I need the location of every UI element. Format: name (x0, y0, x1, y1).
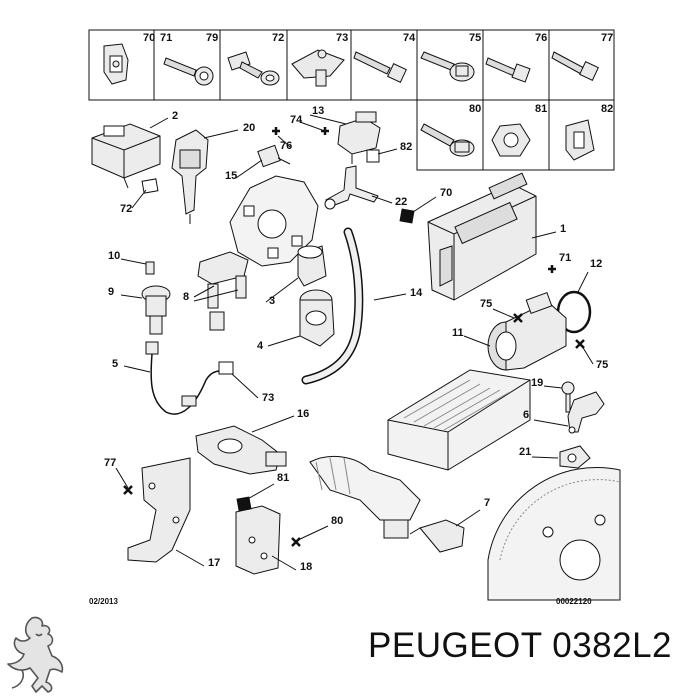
hardware-number-labels: 70 71 79 72 73 74 75 76 77 80 81 82 (143, 32, 613, 115)
part-label-70: 70 (440, 187, 452, 199)
injector-20 (171, 129, 209, 224)
parts-drawings (91, 111, 621, 601)
temp-sensor-7 (409, 519, 465, 553)
hardware-label-71: 71 (160, 32, 172, 44)
part-label-20: 20 (243, 122, 255, 134)
open-square-marker (141, 149, 380, 375)
part-label-12: 12 (590, 258, 602, 270)
part-label-6: 6 (523, 409, 529, 421)
crank-sensor-6 (567, 391, 605, 434)
part-label-75: 75 (596, 359, 608, 371)
screw-80 (420, 123, 475, 157)
part-label-17: 17 (208, 557, 220, 569)
hardware-label-76: 76 (535, 32, 547, 44)
hardware-label-72: 72 (272, 32, 284, 44)
part-label-2: 2 (172, 110, 178, 122)
part-label-15: 15 (225, 170, 237, 182)
hose-14 (301, 227, 364, 385)
screw-76 (485, 57, 531, 83)
part-label-11: 11 (452, 327, 464, 339)
valve-4 (299, 289, 335, 347)
part-label-80: 80 (331, 515, 343, 527)
sensor-13 (337, 111, 381, 164)
nut-81 (491, 123, 531, 157)
hardware-label-81: 81 (535, 103, 547, 115)
screw-75 (420, 51, 475, 82)
part-label-9: 9 (108, 286, 114, 298)
cap-3 (297, 245, 327, 287)
clip-nut-70 (103, 43, 129, 85)
airflow-meter-11 (487, 292, 567, 371)
hardware-label-73: 73 (336, 32, 348, 44)
clip-73 (291, 49, 345, 87)
stud-72 (227, 51, 280, 86)
hardware-drawings (103, 43, 599, 161)
part-label-19: 19 (531, 377, 543, 389)
part-label-10: 10 (108, 250, 120, 262)
part-label-16: 16 (297, 408, 309, 420)
relay-box-2 (91, 123, 161, 189)
part-label-82: 82 (400, 141, 412, 153)
diagram-code: 00022120 (556, 597, 592, 606)
leader-lines (115, 114, 594, 571)
hardware-label-77: 77 (601, 32, 613, 44)
hardware-label-74: 74 (403, 32, 416, 44)
engine-block (387, 369, 531, 471)
bracket-17 (127, 457, 191, 563)
target-disc-15 (229, 175, 319, 267)
part-label-3: 3 (269, 295, 275, 307)
square-marker (236, 208, 415, 512)
part-label-1: 1 (560, 223, 566, 235)
sender-9 (141, 285, 171, 335)
peugeot-lion-icon (7, 616, 64, 693)
ecu-1 (427, 172, 537, 301)
part-label-73: 73 (262, 392, 274, 404)
plug-10 (145, 261, 155, 275)
part-label-18: 18 (300, 561, 312, 573)
hardware-label-82: 82 (601, 103, 613, 115)
intake-assembly (309, 456, 421, 539)
part-label-77: 77 (104, 457, 116, 469)
bracket-18 (235, 505, 281, 575)
screw-77 (551, 51, 599, 81)
part-label-75: 75 (480, 298, 492, 310)
part-label-76: 76 (280, 140, 292, 152)
part-label-21: 21 (519, 446, 531, 458)
harness-5 (145, 341, 229, 415)
hardware-label-80: 80 (469, 103, 481, 115)
part-label-13: 13 (312, 105, 324, 117)
screw-71 (163, 57, 214, 86)
part-label-4: 4 (257, 340, 264, 352)
hardware-label-70: 70 (143, 32, 155, 44)
brand-caption: PEUGEOT 0382L2 (368, 626, 673, 665)
part-label-14: 14 (410, 287, 423, 299)
part-label-7: 7 (484, 497, 490, 509)
part-label-22: 22 (395, 196, 407, 208)
part-label-72: 72 (120, 203, 132, 215)
screw-74 (353, 51, 407, 83)
bracket-22 (324, 165, 379, 210)
hardware-label-75: 75 (469, 32, 481, 44)
flywheel (487, 467, 621, 601)
clip-82 (565, 119, 595, 161)
part-label-71: 71 (559, 252, 571, 264)
sensor-16 (195, 425, 287, 475)
part-label-81: 81 (277, 472, 289, 484)
shim-21 (559, 445, 591, 469)
part-label-74: 74 (290, 114, 303, 126)
hardware-label-79: 79 (206, 32, 218, 44)
hardware-grid (88, 29, 615, 171)
sensor-15 (257, 144, 291, 168)
part-label-8: 8 (183, 291, 189, 303)
date-code: 02/2013 (89, 597, 118, 606)
reference-markers (123, 127, 585, 547)
bolt-19 (561, 381, 575, 413)
part-label-5: 5 (112, 358, 118, 370)
